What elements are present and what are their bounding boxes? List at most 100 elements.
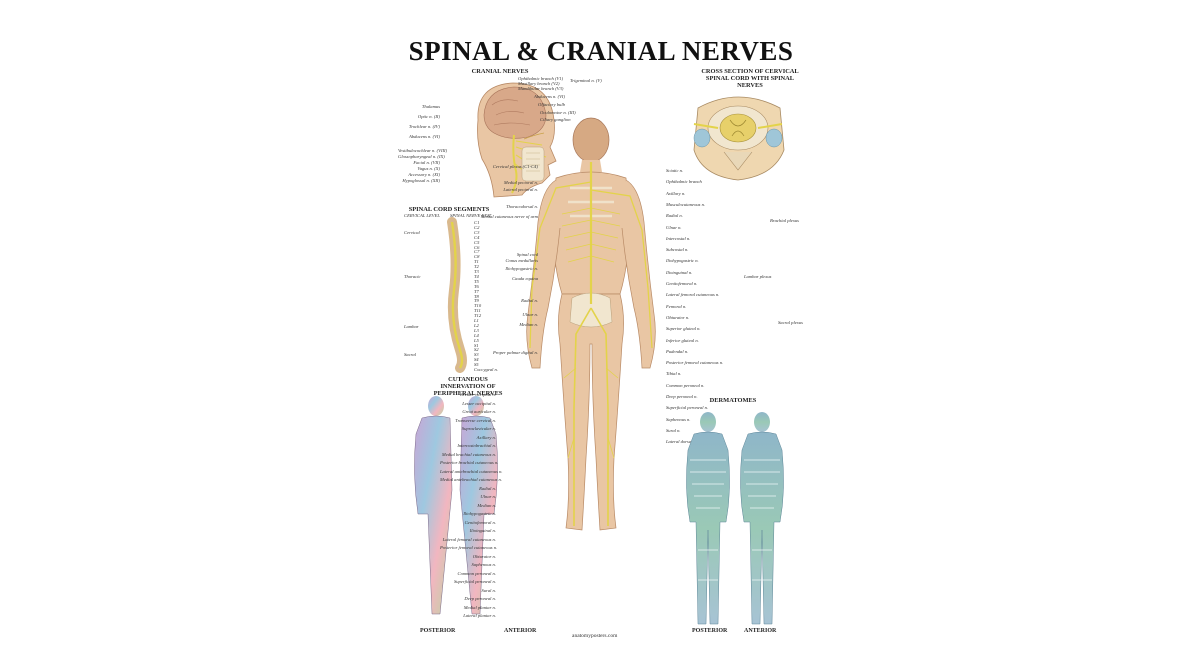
cutaneous-label: Radial n. xyxy=(479,485,496,491)
body-right-label: Intercostal n. xyxy=(666,235,691,241)
body-left-label: Thoracodorsal n. xyxy=(506,204,538,209)
body-right-label: Genitofemoral n. xyxy=(666,281,698,286)
cutaneous-label: Greater occipital n. xyxy=(459,392,496,397)
segment-code: T5 xyxy=(474,278,479,284)
cutaneous-label: Supraclavicular n. xyxy=(461,426,496,431)
cutaneous-body-illustration xyxy=(414,396,498,615)
body-right-label: Radial n. xyxy=(666,213,683,219)
cutaneous-label: Lateral plantar n. xyxy=(463,613,496,618)
cutaneous-label: Saphenous n. xyxy=(471,562,497,567)
cutaneous-label: Lateral antebrachial cutaneous n. xyxy=(440,468,503,474)
cranial-label: Abducens n. (VI) xyxy=(409,134,440,139)
body-right-label: Deep peroneal n. xyxy=(666,394,698,399)
cutaneous-label: Lesser occipital n. xyxy=(462,400,496,406)
cranial-label: Vestibulocochlear n. (VIII) xyxy=(398,148,448,153)
cranial-label: Abducens n. (VI) xyxy=(534,94,565,99)
segment-code: S4 xyxy=(474,357,479,363)
segment-region-lumbar: Lumbar xyxy=(404,324,419,329)
cutaneous-label: Median n. xyxy=(477,502,496,508)
body-right-label: Iliohypogastric n. xyxy=(666,258,699,264)
segment-code: T11 xyxy=(474,308,481,314)
cutaneous-label: Lateral femoral cutaneous n. xyxy=(442,536,496,542)
spinal-segments-sub-right: SPINAL NERVE EXIT xyxy=(450,213,492,218)
segment-region-sacral: Sacral xyxy=(404,352,416,357)
cutaneous-label: Genitofemoral n. xyxy=(464,519,496,525)
segment-region-thoracic: Thoracic xyxy=(404,274,421,279)
cutaneous-label: Superficial peroneal n. xyxy=(453,579,496,584)
body-left-label: Medial cutaneous nerve of arm xyxy=(480,214,538,219)
body-right-label: Obturator n. xyxy=(666,314,690,320)
plexus-label: Brachial plexus xyxy=(770,218,799,223)
cutaneous-label: Great auricular n. xyxy=(462,409,496,414)
head-illustration xyxy=(477,82,557,198)
segment-code: C7 xyxy=(474,249,480,255)
spinal-segments-sub-left: CERVICAL LEVEL xyxy=(404,213,440,218)
cutaneous-label: Common peroneal n. xyxy=(457,570,497,576)
segment-code: C4 xyxy=(474,234,480,240)
cutaneous-label: Ilioinguinal n. xyxy=(469,528,496,533)
body-left-label: Medial pectoral n. xyxy=(503,180,538,185)
segment-code: T12 xyxy=(474,313,482,319)
poster-title: SPINAL & CRANIAL NERVES xyxy=(408,36,794,66)
cranial-label: Optic n. (II) xyxy=(417,114,440,119)
cranial-nerves-heading: CRANIAL NERVES xyxy=(471,68,529,75)
body-right-label: Ulnar n. xyxy=(666,224,682,230)
segment-code: T3 xyxy=(474,269,479,274)
cranial-label: Ophthalmic branch (V1) xyxy=(518,76,564,81)
cutaneous-label: Iliohypogastric n. xyxy=(463,511,496,516)
cutaneous-label: Axillary n. xyxy=(476,434,496,440)
posterior-body-illustration xyxy=(526,117,656,531)
cutaneous-label: Medial brachial cutaneous n. xyxy=(441,451,496,457)
cross-section-illustration xyxy=(693,96,785,181)
cranial-label: Maxillary branch (V2) xyxy=(518,81,560,86)
body-left-label: Conus medullaris xyxy=(505,258,538,263)
body-left-label: Cauda equina xyxy=(512,276,538,281)
cranial-label: Mandibular branch (V3) xyxy=(518,86,564,91)
body-right-label: Common peroneal n. xyxy=(666,382,705,388)
body-right-label: Tibial n. xyxy=(666,371,682,377)
segment-code: T1 xyxy=(474,259,479,265)
dermatomes-heading: DERMATOMES xyxy=(709,397,757,404)
dermatome-anterior-caption: ANTERIOR xyxy=(744,628,777,634)
cranial-label: Trochlear n. (IV) xyxy=(408,124,440,129)
body-right-label: Ophthalmic branch xyxy=(666,179,702,185)
cutaneous-label: Obturator n. xyxy=(472,553,496,559)
body-left-label: Lateral pectoral n. xyxy=(503,187,538,192)
body-right-label: Femoral n. xyxy=(666,303,687,309)
cutaneous-anterior-caption: ANTERIOR xyxy=(504,628,537,634)
cutaneous-label: Sural n. xyxy=(481,587,496,593)
body-right-label: Saphenous n. xyxy=(666,416,691,422)
segment-code: S5 xyxy=(474,362,479,368)
body-left-label: Radial n. xyxy=(521,298,538,303)
body-right-label: Musculocutaneous n. xyxy=(666,201,706,207)
cranial-label: Facial n. (VII) xyxy=(413,160,440,165)
cranial-label: Hypoglossal n. (XII) xyxy=(402,178,440,183)
body-right-label: Sciatic n. xyxy=(666,168,684,173)
cross-section-heading: CROSS SECTION OF CERVICAL SPINAL CORD WI… xyxy=(701,68,799,89)
body-right-label: Pudendal n. xyxy=(666,348,689,354)
spinal-segments-heading: SPINAL CORD SEGMENTS xyxy=(408,206,490,213)
cutaneous-heading: CUTANEOUS INNERVATION OF PERIPHERAL NERV… xyxy=(433,376,503,397)
body-right-label: Superficial peroneal n. xyxy=(666,405,709,411)
cutaneous-label: Posterior brachial cutaneous n. xyxy=(440,460,499,465)
segment-code: C2 xyxy=(474,224,480,230)
segment-code: S1 xyxy=(474,342,479,348)
body-right-label: Axillary n. xyxy=(666,190,686,196)
cranial-label: Olfactory bulb xyxy=(538,102,565,107)
segment-code: T2 xyxy=(474,264,479,270)
spine-illustration xyxy=(447,217,467,373)
segment-region-cervical: Cervical xyxy=(404,230,420,235)
segment-code: T6 xyxy=(474,283,479,289)
cranial-label: Vagus n. (X) xyxy=(417,166,440,171)
website-credit: anatomyposters.com xyxy=(572,633,618,639)
segment-code: C8 xyxy=(474,254,480,260)
body-right-label: Ilioinguinal n. xyxy=(666,269,693,275)
segment-code: L4 xyxy=(474,332,479,338)
cranial-label: Trigeminal n. (V) xyxy=(570,78,602,83)
segment-code: C3 xyxy=(474,229,480,235)
segment-code: L2 xyxy=(474,322,479,328)
segment-code: Coccygeal n. xyxy=(474,367,498,372)
cranial-label: Thalamus xyxy=(421,104,440,109)
body-left-label: Cervical plexus (C1-C4) xyxy=(492,164,538,169)
segment-code: L3 xyxy=(474,327,479,333)
